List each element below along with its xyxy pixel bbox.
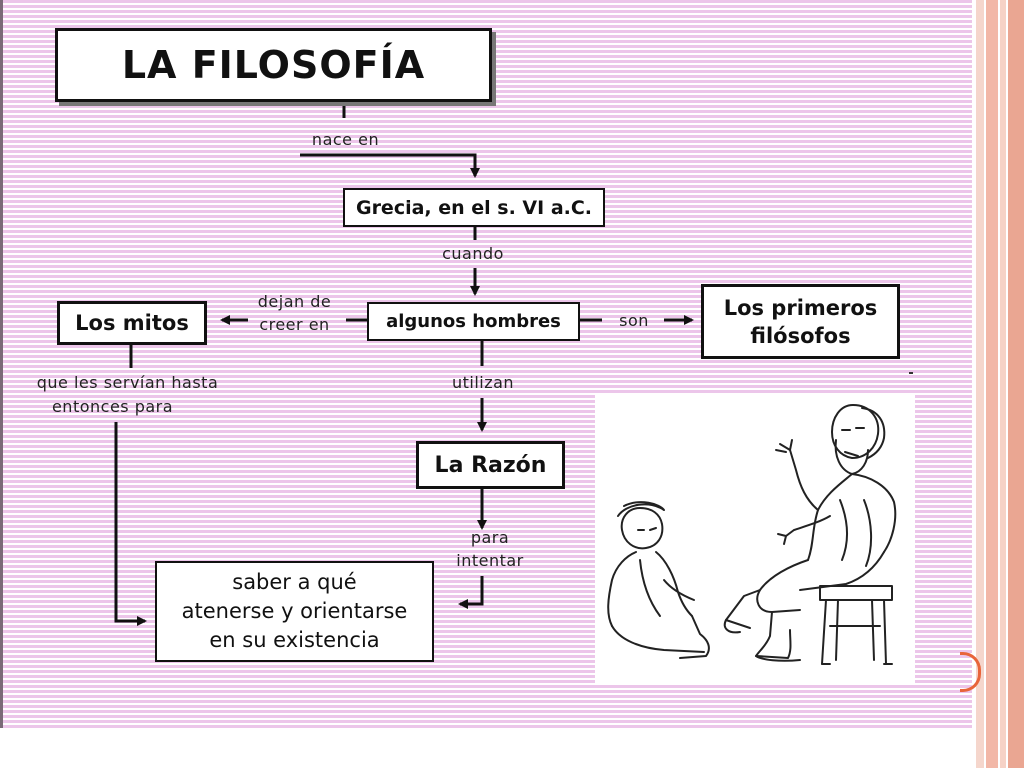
edge-label-para-2: intentar (456, 551, 524, 570)
node-grecia: Grecia, en el s. VI a.C. (343, 188, 605, 227)
edge-label-utilizan: utilizan (451, 373, 515, 392)
node-primeros-filosofos: Los primeros filósofos (701, 284, 900, 359)
title-text: LA FILOSOFÍA (121, 43, 426, 87)
right-border-bar-1 (976, 0, 984, 768)
node-saber-label-1: saber a qué (232, 570, 357, 594)
node-saber-label-2: atenerse y orientarse (181, 599, 408, 623)
title-box: LA FILOSOFÍA (55, 28, 492, 102)
bottom-margin (0, 728, 972, 768)
edge-label-nace-en: nace en (311, 130, 380, 149)
edge-title-to-grecia-arrow (300, 153, 480, 178)
node-primeros-label-1: Los primeros (723, 295, 878, 320)
edge-label-servian-2: entonces para (51, 397, 174, 416)
node-primeros-label-2: filósofos (750, 323, 851, 348)
philosopher-figure-icon (723, 404, 897, 662)
edge-label-son: son (619, 311, 649, 330)
left-border-line (0, 0, 3, 728)
node-hombres-label: algunos hombres (386, 311, 561, 332)
node-algunos-hombres: algunos hombres (367, 302, 580, 341)
node-mitos-label: Los mitos (75, 311, 189, 335)
edge-servian-to-saber-arrow (114, 422, 147, 626)
edge-label-dejan-2: creer en (259, 315, 330, 334)
edge-para-to-saber-arrow (458, 576, 484, 609)
edge-label-servian-1: que les servían hasta (36, 373, 219, 392)
right-border-bar-4 (1008, 0, 1024, 768)
node-los-mitos: Los mitos (57, 301, 207, 345)
right-border-bar-3 (1000, 0, 1006, 768)
node-la-razon: La Razón (416, 441, 565, 489)
edge-label-para-1: para (470, 528, 510, 547)
child-figure-icon (607, 501, 710, 659)
node-grecia-label: Grecia, en el s. VI a.C. (355, 196, 593, 219)
edge-label-cuando: cuando (442, 244, 504, 263)
edge-label-dejan-1: dejan de (257, 292, 332, 311)
right-border-bar-2 (986, 0, 998, 768)
node-razon-label: La Razón (434, 452, 547, 478)
node-saber-label-3: en su existencia (209, 628, 380, 652)
stool-icon (819, 585, 893, 665)
node-saber: saber a qué atenerse y orientarse en su … (155, 561, 434, 662)
small-dot (909, 372, 913, 374)
